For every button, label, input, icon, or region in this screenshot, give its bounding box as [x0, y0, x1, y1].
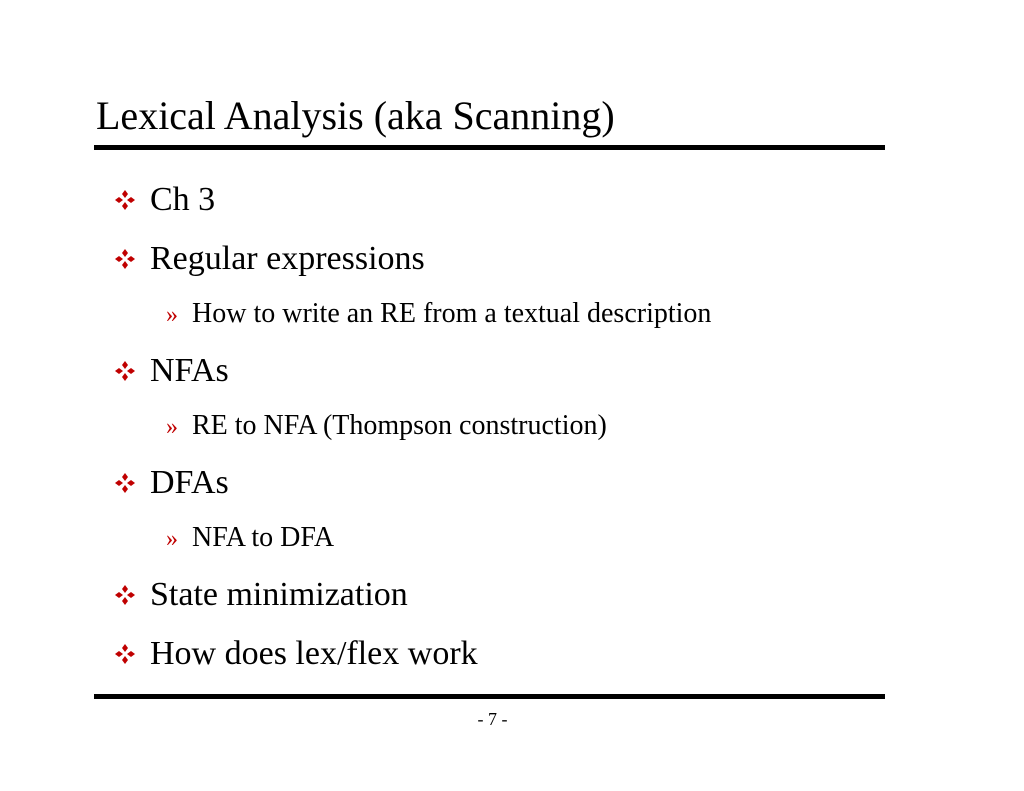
guillemet-icon: » [166, 302, 178, 328]
bullet-item: DFAs [114, 463, 229, 503]
four-diamond-icon [115, 644, 135, 665]
guillemet-icon: » [166, 414, 178, 440]
sub-bullet-text: How to write an RE from a textual descri… [192, 298, 712, 329]
footer-divider [94, 694, 885, 699]
sub-bullet-text: RE to NFA (Thompson construction) [192, 410, 607, 441]
four-diamond-icon [115, 249, 135, 270]
sub-bullet-item: » How to write an RE from a textual descr… [166, 297, 711, 332]
bullet-item: Regular expressions [114, 239, 425, 279]
sub-bullet-item: » RE to NFA (Thompson construction) [166, 409, 607, 444]
guillemet-icon: » [166, 526, 178, 552]
title-divider [94, 145, 885, 150]
bullet-item: State minimization [114, 575, 408, 615]
bullet-item: Ch 3 [114, 180, 215, 220]
page-number: - 7 - [477, 709, 508, 729]
four-diamond-icon [115, 361, 135, 382]
four-diamond-icon [115, 585, 135, 606]
bullet-text: NFAs [150, 352, 229, 389]
bullet-text: Ch 3 [150, 181, 216, 218]
bullet-item: How does lex/flex work [114, 634, 478, 674]
bullet-item: NFAs [114, 351, 229, 391]
bullet-text: State minimization [150, 576, 408, 613]
sub-bullet-item: » NFA to DFA [166, 521, 334, 556]
four-diamond-icon [115, 190, 135, 211]
four-diamond-icon [115, 473, 135, 494]
sub-bullet-text: NFA to DFA [192, 522, 335, 553]
slide-title: Lexical Analysis (aka Scanning) [96, 93, 615, 138]
bullet-text: DFAs [150, 464, 229, 501]
bullet-text: How does lex/flex work [150, 635, 478, 672]
bullet-text: Regular expressions [150, 240, 425, 277]
